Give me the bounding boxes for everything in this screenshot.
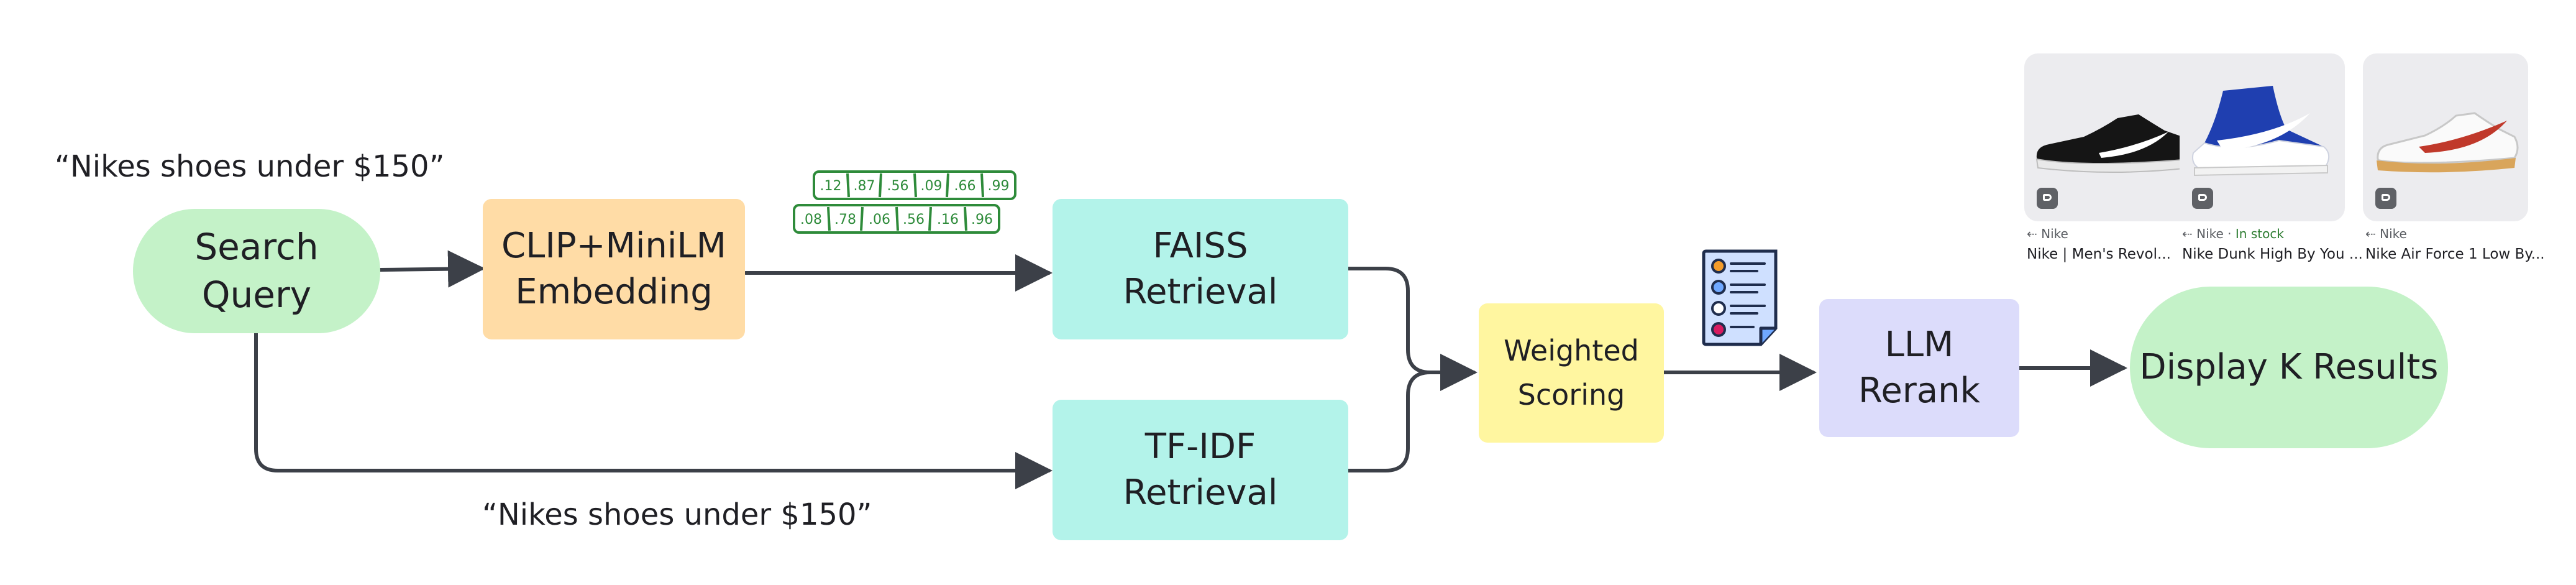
embedding-line-1: CLIP+MiniLM [501,226,726,267]
display-results-label: Display K Results [2139,347,2439,388]
weighted-line-2: Scoring [1517,378,1625,412]
weighted-scoring-node: Weighted Scoring [1479,303,1664,443]
rerank-line-2: Rerank [1858,371,1981,411]
product-tag-icon [2192,188,2213,209]
vector-row2-divider-4 [928,206,932,231]
vector-row2-outline [793,204,1000,234]
product-card-2[interactable] [2180,53,2345,221]
vector-row1-value-3: .09 [921,178,943,194]
vector-row-2: .08 .78 .06 .56 .16 .96 [793,204,1000,234]
llm-rerank-node: LLM Rerank [1819,299,2019,437]
product-meta-1: ⇠ Nike [2027,226,2068,241]
arrow-faiss-to-weighted [1346,267,1478,391]
weighted-line-1: Weighted [1504,333,1639,367]
product-brand-3: Nike [2380,226,2407,241]
vector-row1-value-2: .56 [887,178,909,194]
product-meta-3: ⇠ Nike [2365,226,2407,241]
product-card-1[interactable] [2024,53,2206,221]
product-stock-2: In stock [2235,226,2284,241]
vector-row-1: .12 .87 .56 .09 .66 .99 [813,170,1016,200]
product-tag-icon [2037,188,2058,209]
vector-row2-value-1: .78 [834,212,856,228]
faiss-retrieval-node: FAISS Retrieval [1053,199,1348,339]
vector-row2-divider-2 [860,206,864,231]
display-results-node: Display K Results [2130,287,2448,448]
vector-row2-value-5: .96 [971,212,993,228]
vector-row1-value-0: .12 [820,178,842,194]
product-title-2[interactable]: Nike Dunk High By You ... [2182,246,2363,262]
arrow-query-to-tfidf [254,331,1053,489]
vector-row2-value-4: .16 [937,212,959,228]
vector-row2-divider-1 [827,206,831,231]
product-meta-2: ⇠ Nike · In stock [2182,226,2284,241]
ranked-list-document-icon [1702,249,1778,346]
arrow-tfidf-to-weighted [1346,371,1432,472]
embedding-line-2: Embedding [515,272,713,312]
search-query-line-2: Query [201,274,312,316]
vector-row2-value-0: .08 [800,212,822,228]
faiss-line-1: FAISS [1153,226,1248,267]
search-query-line-1: Search [194,226,319,269]
embedding-node: CLIP+MiniLM Embedding [483,199,745,339]
product-tag-icon [2375,188,2396,209]
product-brand-1: Nike [2041,226,2068,241]
tfidf-line-1: TF-IDF [1144,426,1256,468]
query-text-top: “Nikes shoes under $150” [55,149,445,184]
vector-row1-divider-2 [879,173,882,198]
blue-high-top-shoe-icon [2192,86,2330,177]
rerank-line-1: LLM [1884,325,1954,366]
vector-row1-value-5: .99 [988,178,1010,194]
arrow-query-to-embedding [378,250,485,288]
vector-row2-divider-3 [895,206,899,231]
vector-row1-divider-4 [946,173,949,198]
product-card-3[interactable] [2363,53,2528,221]
vector-row1-divider-5 [980,173,984,198]
vector-row1-divider-1 [846,173,850,198]
vector-row1-value-1: .87 [854,178,875,194]
vector-row2-value-2: .06 [869,212,890,228]
vector-row1-value-4: .66 [954,178,976,194]
vector-row1-outline [813,170,1016,200]
tfidf-retrieval-node: TF-IDF Retrieval [1053,400,1348,540]
faiss-line-2: Retrieval [1123,272,1278,312]
vector-row1-divider-3 [913,173,917,198]
embedding-vector-sketch: .12 .87 .56 .09 .66 .99 .08 .78 .06 .56 .16 .96 [793,170,1016,234]
product-title-1[interactable]: Nike | Men's Revol... [2027,246,2171,262]
white-red-sneaker-icon [2377,112,2519,173]
search-query-node: Search Query [133,209,380,333]
product-title-3[interactable]: Nike Air Force 1 Low By... [2365,246,2545,262]
black-running-shoe-icon [2035,114,2196,173]
vector-row2-divider-5 [964,206,967,231]
vector-row2-value-3: .56 [903,212,925,228]
query-text-bottom: “Nikes shoes under $150” [482,497,872,532]
product-brand-2: Nike [2196,226,2224,241]
tfidf-line-2: Retrieval [1123,472,1278,513]
